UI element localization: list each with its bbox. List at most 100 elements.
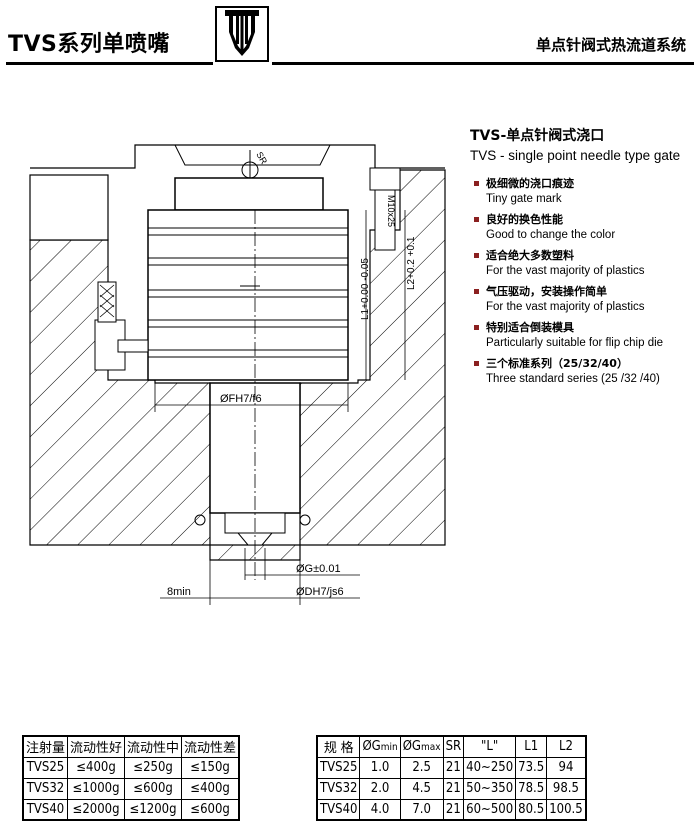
table-cell: 2.5 [399, 756, 444, 779]
table-cell: ≤2000g [67, 798, 126, 821]
table-header: ØGmax [399, 735, 444, 758]
table-header: L1 [515, 735, 548, 758]
table-header: ØGmin [359, 735, 401, 758]
table-cell: 7.0 [399, 798, 444, 821]
table-cell: 40~250 [463, 756, 517, 779]
feature-en: Three standard series (25 /32 /40) [486, 373, 660, 385]
bullet-icon [474, 361, 479, 366]
series-title: TVS系列单喷嘴 [8, 32, 170, 57]
feature-en: Good to change the color [486, 229, 616, 241]
table-cell: 100.5 [546, 798, 587, 821]
bullet-icon [474, 325, 479, 330]
feature-item: 气压驱动，安装操作简单 For the vast majority of plas… [474, 284, 663, 315]
table-cell: 94 [546, 756, 587, 779]
spec-table: 规 格 ØGmin ØGmax SR "L" L1 L2 TVS25 1.0 2… [316, 735, 587, 821]
table-row: TVS25 1.0 2.5 21 40~250 73.5 94 [316, 756, 587, 779]
table-row: TVS40 ≤2000g ≤1200g ≤600g [22, 798, 240, 821]
feature-en: For the vast majority of plastics [486, 301, 645, 313]
feature-title-zh: TVS-单点针阀式浇口 [470, 128, 605, 144]
table-header: 注射量 [22, 735, 69, 758]
table-cell: 2.0 [359, 777, 401, 800]
label-fh: ØFH7/f6 [220, 393, 262, 405]
table-header: "L" [463, 735, 517, 758]
header-main: ØG [402, 739, 421, 755]
table-cell: 21 [442, 756, 465, 779]
table-header: 流动性差 [181, 735, 240, 758]
table-cell: 21 [442, 777, 465, 800]
nozzle-logo-icon [215, 6, 269, 62]
label-l1: L1+0.00 -0.05 [360, 258, 371, 320]
feature-title-en: TVS - single point needle type gate [470, 148, 681, 163]
flow-table: 注射量 流动性好 流动性中 流动性差 TVS25 ≤400g ≤250g ≤15… [22, 735, 241, 821]
table-header: 规 格 [316, 735, 361, 758]
bullet-icon [474, 181, 479, 186]
table-cell: TVS25 [316, 756, 361, 779]
header-rule-left [6, 62, 213, 65]
feature-list: 极细微的浇口痕迹 Tiny gate mark 良好的换色性能 Good to ch… [474, 176, 663, 392]
feature-en: Particularly suitable for flip chip die [486, 337, 664, 349]
label-g: ØG±0.01 [296, 563, 341, 575]
nozzle-technical-drawing: SR M10x25 L1+0.00 -0.05 L2+0.2 +0.1 ØFH7… [29, 144, 446, 605]
table-cell: ≤400g [181, 777, 240, 800]
table-cell: 4.0 [359, 798, 401, 821]
table-cell: ≤600g [181, 798, 240, 821]
feature-item: 良好的换色性能 Good to change the color [474, 212, 663, 243]
label-dh: ØDH7/js6 [296, 586, 344, 598]
label-l2: L2+0.2 +0.1 [406, 236, 417, 290]
table-cell: 1.0 [359, 756, 401, 779]
table-header-row: 规 格 ØGmin ØGmax SR "L" L1 L2 [316, 735, 587, 758]
table-cell: 50~350 [463, 777, 517, 800]
table-row: TVS40 4.0 7.0 21 60~500 80.5 100.5 [316, 798, 587, 821]
label-bolt: M10x25 [386, 195, 396, 227]
bullet-icon [474, 253, 479, 258]
table-cell: ≤1000g [67, 777, 126, 800]
category-title: 单点针阀式热流道系统 [535, 36, 686, 54]
feature-zh: 三个标准系列（25/32/40） [486, 357, 628, 370]
table-row: TVS25 ≤400g ≤250g ≤150g [22, 756, 240, 779]
table-cell: 4.5 [399, 777, 444, 800]
feature-zh: 气压驱动，安装操作简单 [486, 285, 607, 298]
table-cell: ≤150g [181, 756, 240, 779]
feature-item: 三个标准系列（25/32/40） Three standard series (2… [474, 356, 663, 387]
table-cell: TVS32 [316, 777, 361, 800]
table-row: TVS32 ≤1000g ≤600g ≤400g [22, 777, 240, 800]
table-cell: TVS25 [22, 756, 69, 779]
feature-zh: 适合绝大多数塑料 [486, 249, 574, 262]
table-cell: ≤400g [67, 756, 126, 779]
header-sub: min [380, 742, 398, 754]
table-header: 流动性好 [67, 735, 126, 758]
feature-zh: 特别适合倒装模具 [486, 321, 574, 334]
feature-item: 特别适合倒装模具 Particularly suitable for flip c… [474, 320, 663, 351]
table-row: TVS32 2.0 4.5 21 50~350 78.5 98.5 [316, 777, 587, 800]
feature-zh: 极细微的浇口痕迹 [486, 177, 574, 190]
label-sr: SR [254, 150, 269, 166]
bullet-icon [474, 289, 479, 294]
feature-title: TVS-单点针阀式浇口 TVS - single point needle ty… [470, 126, 680, 166]
feature-en: For the vast majority of plastics [486, 265, 645, 277]
table-cell: 21 [442, 798, 465, 821]
table-cell: ≤250g [124, 756, 183, 779]
table-header: L2 [546, 735, 587, 758]
feature-item: 极细微的浇口痕迹 Tiny gate mark [474, 176, 663, 207]
bullet-icon [474, 217, 479, 222]
table-header: SR [442, 735, 465, 758]
header-sub: max [420, 742, 441, 754]
label-min: 8min [167, 586, 191, 598]
table-header: 流动性中 [124, 735, 183, 758]
feature-en: Tiny gate mark [486, 193, 562, 205]
table-cell: TVS32 [22, 777, 69, 800]
table-cell: ≤1200g [124, 798, 183, 821]
table-cell: 80.5 [515, 798, 548, 821]
table-cell: 98.5 [546, 777, 587, 800]
header-rule-right [272, 62, 694, 65]
table-cell: ≤600g [124, 777, 183, 800]
feature-item: 适合绝大多数塑料 For the vast majority of plastic… [474, 248, 663, 279]
feature-zh: 良好的换色性能 [486, 213, 563, 226]
table-cell: 60~500 [463, 798, 517, 821]
table-cell: 73.5 [515, 756, 548, 779]
table-cell: TVS40 [316, 798, 361, 821]
header-main: ØG [362, 739, 381, 755]
table-cell: 78.5 [515, 777, 548, 800]
table-header-row: 注射量 流动性好 流动性中 流动性差 [22, 735, 240, 758]
table-cell: TVS40 [22, 798, 69, 821]
